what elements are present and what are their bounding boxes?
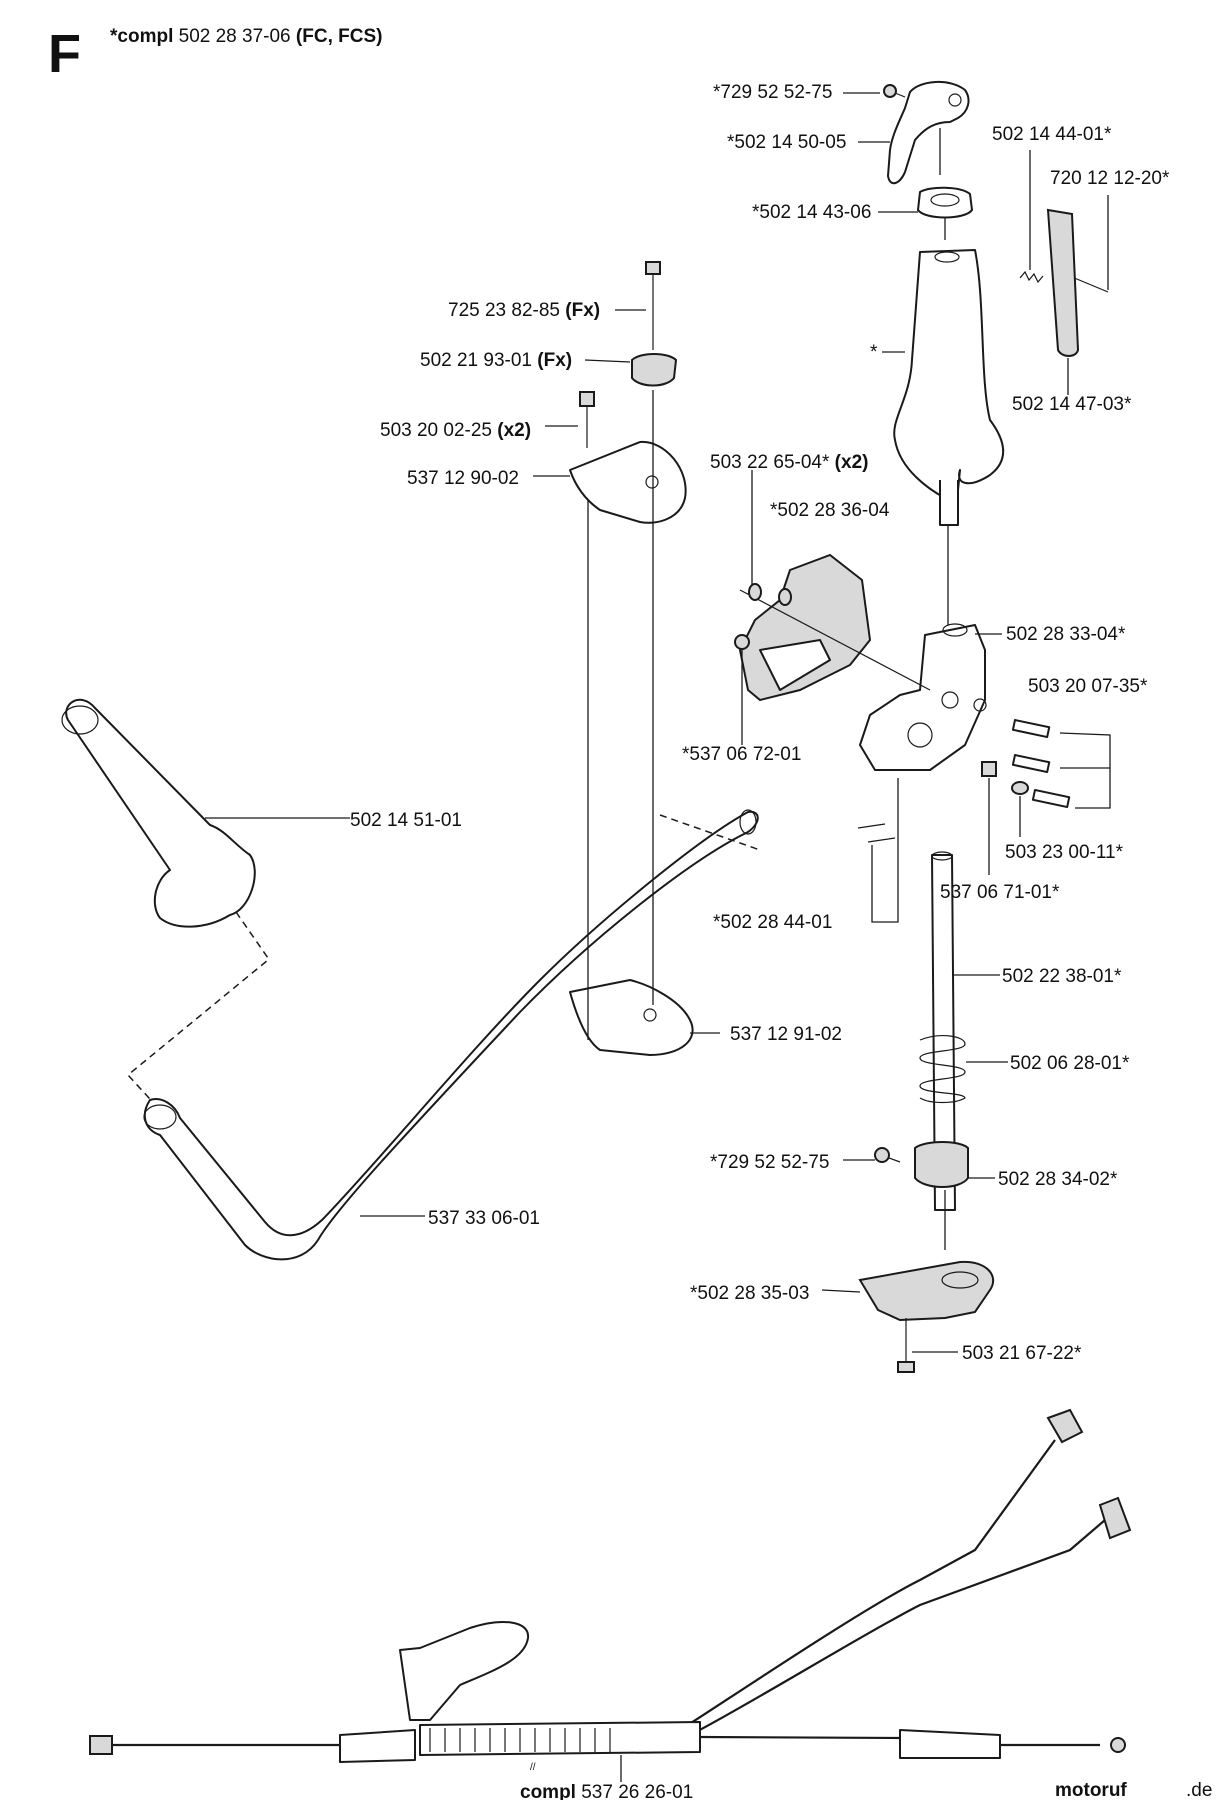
screw-503-21-67-22	[897, 1318, 958, 1373]
screw-503-20-02-25	[545, 391, 595, 448]
label-537-26-26-01: compl 537 26 26-01	[520, 1782, 693, 1800]
cable-connector-a	[1046, 1408, 1084, 1444]
label-537-12-90-02: 537 12 90-02	[407, 468, 519, 489]
washer-503-22-65-04-b	[778, 588, 792, 606]
svg-text:motoruf: motoruf	[1055, 1780, 1127, 1800]
loop-tube-537-33-06-01	[143, 810, 759, 1261]
nut-537-06-71-01	[981, 761, 997, 777]
collar-502-28-34-02	[914, 1141, 969, 1188]
label-502-28-33-04: 502 28 33-04*	[1006, 624, 1126, 645]
svg-text:.de: .de	[1186, 1780, 1212, 1800]
shaft-assembly	[821, 851, 1008, 1373]
washer-503-23-00-11	[1011, 781, 1029, 795]
cable-conduit	[419, 1721, 701, 1756]
throttle-cable-assembly: //	[89, 1408, 1132, 1782]
label-502-06-28-01: 502 06 28-01*	[1010, 1053, 1130, 1074]
spring-502-14-44-01	[1019, 150, 1044, 284]
label-503-20-02-25: 503 20 02-25 (x2)	[380, 420, 531, 441]
handle-cover-502-14-47-03	[1046, 208, 1080, 357]
screw-729-52-52-75-top	[883, 84, 906, 98]
label-handle-star: *	[870, 342, 878, 363]
label-502-14-51-01: 502 14 51-01	[350, 810, 462, 831]
label-503-20-07-35: 503 20 07-35*	[1028, 676, 1148, 697]
label-502-28-36-04: *502 28 36-04	[770, 500, 890, 521]
throttle-handle-assembly	[883, 80, 1109, 625]
cable-lower-sheath	[339, 1729, 416, 1763]
label-537-12-91-02: 537 12 91-02	[730, 1024, 842, 1045]
clamp-502-28-33-04	[859, 624, 986, 771]
label-502-21-93-01: 502 21 93-01 (Fx)	[420, 350, 572, 371]
throttle-lock	[917, 186, 973, 219]
label-720-12-12-20: 720 12 12-20*	[1050, 168, 1170, 189]
nut-502-21-93-01	[631, 353, 678, 387]
label-502-28-44-01: *502 28 44-01	[713, 912, 832, 933]
clamp-537-12-90-02	[569, 440, 687, 524]
label-537-06-71-01: 537 06 71-01*	[940, 882, 1060, 903]
handle-body	[893, 249, 1005, 499]
handle-clamp-assembly	[734, 470, 1111, 923]
label-502-14-44-01: 502 14 44-01*	[992, 124, 1112, 145]
section-letter: F	[48, 24, 81, 84]
label-537-33-06-01: 537 33 06-01	[428, 1208, 540, 1229]
screw-537-06-72-01	[734, 634, 750, 745]
label-502-28-34-02: 502 28 34-02*	[998, 1169, 1118, 1190]
part-labels: *729 52 52-75 *502 14 50-05 502 14 44-01…	[350, 82, 1170, 1800]
label-729-52-52-75-top: *729 52 52-75	[713, 82, 832, 103]
grip-502-14-51-01	[65, 698, 256, 928]
label-502-22-38-01: 502 22 38-01*	[1002, 966, 1122, 987]
spring-502-06-28-01	[919, 1035, 1008, 1104]
clamp-537-12-91-02	[569, 979, 694, 1056]
cable-break-mark: //	[530, 1762, 536, 1773]
label-503-22-65-04: 503 22 65-04* (x2)	[710, 452, 868, 473]
bolts-503-20-07-35	[1011, 719, 1111, 809]
label-502-14-43-06: *502 14 43-06	[752, 202, 871, 223]
washer-503-22-65-04-a	[748, 583, 762, 601]
label-502-14-47-03: 502 14 47-03*	[1012, 394, 1132, 415]
label-502-14-50-05: *502 14 50-05	[727, 132, 846, 153]
screw-729-52-52-75-bottom	[843, 1147, 901, 1163]
label-729-52-52-75-bottom: *729 52 52-75	[710, 1152, 829, 1173]
cable-connector-b	[1098, 1496, 1132, 1540]
label-725-23-82-85: 725 23 82-85 (Fx)	[448, 300, 600, 321]
base-502-28-35-03	[858, 1260, 995, 1322]
bolt-725-23-82-85	[615, 261, 661, 350]
throttle-lever	[887, 80, 970, 185]
pins-502-28-44-01	[857, 778, 899, 923]
bracket-502-28-36-04	[738, 553, 872, 702]
cable-throttle-trigger	[399, 1621, 530, 1721]
loop-handle-assembly	[61, 261, 761, 1261]
label-503-21-67-22: 503 21 67-22*	[962, 1343, 1082, 1364]
watermark-logo: motoruf .de	[1055, 1780, 1212, 1800]
cable-terminal-left	[89, 1735, 113, 1755]
assembly-header: *compl 502 28 37-06 (FC, FCS)	[110, 26, 382, 47]
label-537-06-72-01: *537 06 72-01	[682, 744, 801, 765]
label-502-28-35-03: *502 28 35-03	[690, 1283, 809, 1304]
label-503-23-00-11: 503 23 00-11*	[1005, 842, 1124, 863]
